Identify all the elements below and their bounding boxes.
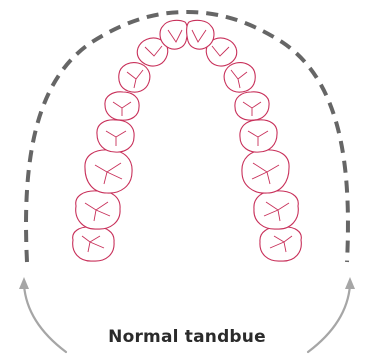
diagram-caption: Normal tandbue [0,327,374,347]
arch-outline [26,12,348,262]
premolar-left-2 [97,120,134,152]
premolar-right-2 [240,120,277,152]
central-incisor-left [160,20,187,49]
central-incisor-right [187,20,214,49]
premolar-left-1 [105,92,139,120]
canine-right [224,63,255,93]
molar-left-1 [85,150,132,193]
molar-left-3 [73,227,114,261]
molar-right-3 [260,227,301,261]
molar-left-2 [76,191,120,229]
molar-right-2 [254,191,298,229]
premolar-right-1 [235,92,269,120]
canine-left [119,63,150,93]
molar-right-1 [242,150,289,193]
